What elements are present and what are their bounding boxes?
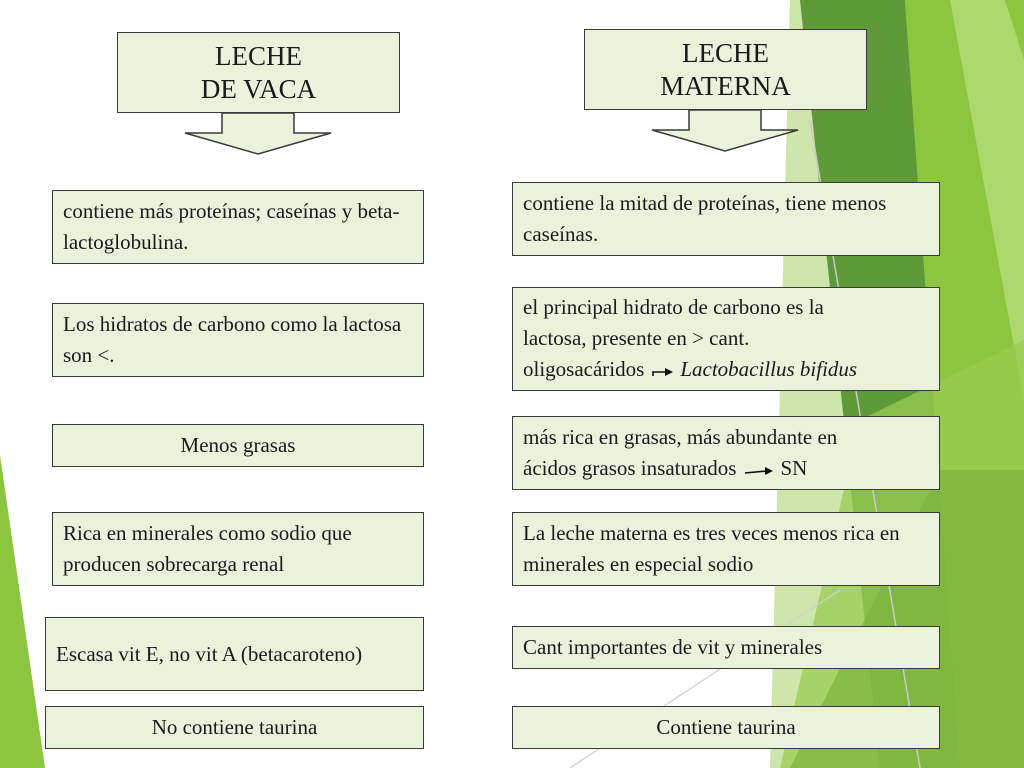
cow-milk-fats-box: Menos grasas (52, 424, 424, 467)
cow-milk-taurine-text: No contiene taurina (151, 715, 318, 739)
header-leche-de-vaca-line1: LECHE (215, 40, 302, 71)
unsaturated-fatty-acids-text: ácidos grasos insaturados (523, 456, 737, 480)
breast-milk-minerals-text: La leche materna es tres veces menos ric… (523, 521, 900, 576)
header-leche-de-vaca-line2: DE VACA (200, 73, 317, 104)
header-leche-materna-line2: MATERNA (660, 70, 791, 101)
right-arrow-icon (652, 368, 674, 377)
oligosaccharides-text: oligosacáridos (523, 357, 645, 381)
breast-milk-taurine-box: Contiene taurina (512, 706, 940, 749)
right-arrow-icon (745, 467, 774, 476)
breast-milk-proteins-text: contiene la mitad de proteínas, tiene me… (523, 191, 887, 246)
breast-milk-vitamins-text: Cant importantes de vit y minerales (523, 635, 823, 659)
breast-milk-carbohydrates-line1: el principal hidrato de carbono es la (523, 295, 824, 319)
cow-milk-proteins-box: contiene más proteínas; caseínas y beta-… (52, 190, 424, 264)
cow-milk-carbohydrates-box: Los hidratos de carbono como la lactosa … (52, 303, 424, 377)
breast-milk-fats-box: más rica en grasas, más abundante en áci… (512, 416, 940, 490)
header-leche-materna-line1: LECHE (682, 37, 769, 68)
cow-milk-fats-text: Menos grasas (180, 433, 296, 457)
breast-milk-minerals-box: La leche materna es tres veces menos ric… (512, 512, 940, 586)
down-arrow-icon (184, 112, 332, 155)
cow-milk-minerals-box: Rica en minerales como sodio que produce… (52, 512, 424, 586)
breast-milk-carbohydrates-line2: lactosa, presente en > cant. (523, 326, 750, 350)
cow-milk-proteins-text: contiene más proteínas; caseínas y beta-… (63, 199, 400, 254)
cow-milk-vitamins-box: Escasa vit E, no vit A (betacaroteno) (45, 617, 424, 691)
breast-milk-fats-line1: más rica en grasas, más abundante en (523, 425, 838, 449)
header-leche-materna: LECHE MATERNA (584, 29, 867, 110)
cow-milk-taurine-box: No contiene taurina (45, 706, 424, 749)
breast-milk-vitamins-box: Cant importantes de vit y minerales (512, 626, 940, 669)
breast-milk-taurine-text: Contiene taurina (656, 715, 796, 739)
cow-milk-minerals-text: Rica en minerales como sodio que produce… (63, 521, 352, 576)
down-arrow-icon (651, 109, 799, 152)
header-leche-de-vaca: LECHE DE VACA (117, 32, 400, 113)
sn-text: SN (780, 456, 808, 480)
breast-milk-proteins-box: contiene la mitad de proteínas, tiene me… (512, 182, 940, 256)
breast-milk-fats-line2: ácidos grasos insaturados SN (523, 453, 929, 484)
cow-milk-vitamins-text: Escasa vit E, no vit A (betacaroteno) (56, 641, 363, 666)
lactobacillus-bifidus-text: Lactobacillus bifidus (680, 357, 858, 381)
breast-milk-carbohydrates-line3: oligosacáridos Lactobacillus bifidus (523, 354, 929, 385)
breast-milk-carbohydrates-box: el principal hidrato de carbono es la la… (512, 287, 940, 391)
cow-milk-carbohydrates-text: Los hidratos de carbono como la lactosa … (63, 312, 402, 367)
